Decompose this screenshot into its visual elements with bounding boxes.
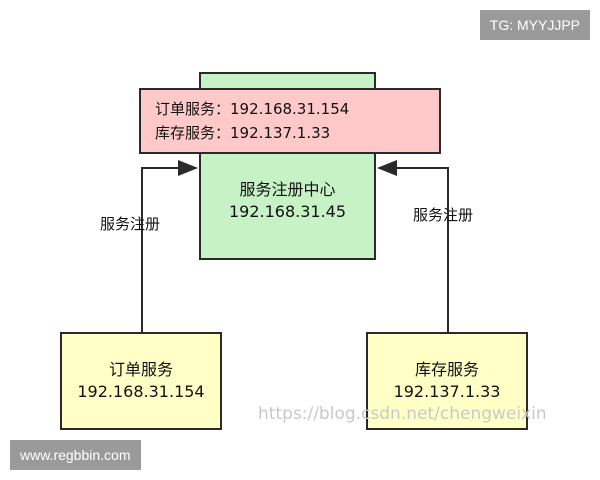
arrow-stock-to-registry — [377, 160, 449, 332]
registry-entry-stock: 库存服务：192.137.1.33 — [155, 124, 331, 142]
order-service-ip: 192.168.31.154 — [77, 382, 205, 401]
order-service-title: 订单服务 — [108, 360, 173, 379]
site-badge: www.regbbin.com — [10, 440, 141, 470]
stock-service-box: 库存服务 192.137.1.33 — [366, 332, 528, 430]
stock-service-ip: 192.137.1.33 — [393, 382, 501, 401]
registry-title: 服务注册中心 — [239, 180, 336, 199]
edge-label-left: 服务注册 — [100, 215, 161, 233]
watermark-text: https://blog.csdn.net/chengweixin — [258, 404, 547, 424]
registry-ip: 192.168.31.45 — [228, 202, 347, 221]
arrow-order-to-registry — [141, 160, 198, 332]
stock-service-title: 库存服务 — [414, 360, 479, 379]
edge-label-right: 服务注册 — [413, 206, 474, 224]
tg-badge: TG: MYYJJPP — [479, 10, 590, 40]
registry-entry-order: 订单服务：192.168.31.154 — [155, 100, 350, 118]
registry-table-box: 订单服务：192.168.31.154 库存服务：192.137.1.33 — [139, 88, 441, 154]
order-service-box: 订单服务 192.168.31.154 — [60, 332, 222, 430]
